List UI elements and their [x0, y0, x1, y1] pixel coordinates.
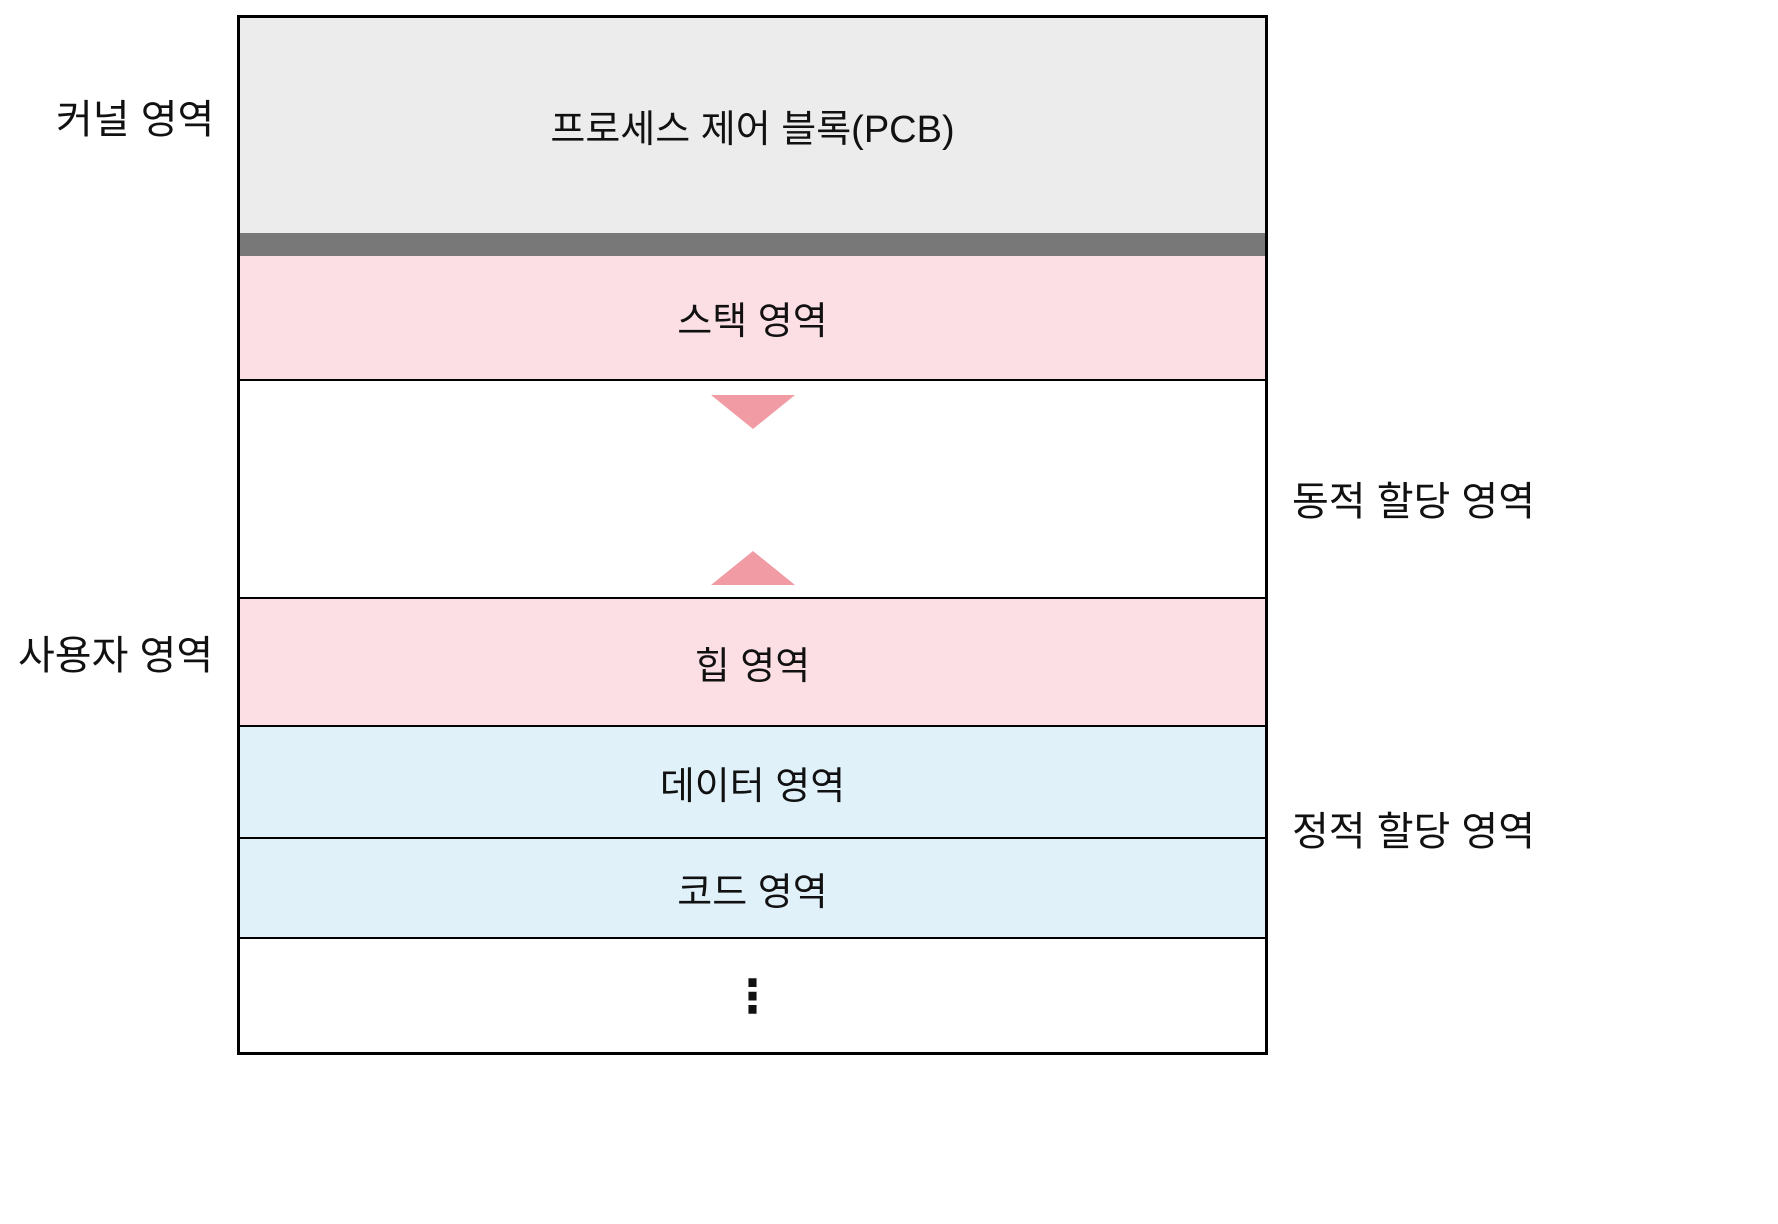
ellipsis-section: ⋮ [240, 939, 1265, 1052]
kernel-area-label: 커널 영역 [56, 98, 215, 142]
stack-growth-arrow-icon [710, 395, 795, 429]
static-allocation-area-label: 정적 할당 영역 [1292, 810, 1536, 854]
heap-section-label: 힙 영역 [694, 645, 811, 688]
vertical-ellipsis: ⋮ [729, 969, 776, 1022]
heap-section: 힙 영역 [240, 599, 1265, 727]
stack-section-label: 스택 영역 [677, 301, 828, 343]
pcb-section-label: 프로세스 제어 블록(PCB) [550, 109, 955, 151]
data-section: 데이터 영역 [240, 727, 1265, 839]
code-section-label: 코드 영역 [677, 871, 828, 914]
pcb-section: 프로세스 제어 블록(PCB) [240, 18, 1265, 233]
kernel-user-divider-bar [240, 233, 1265, 256]
memory-layout-box: 프로세스 제어 블록(PCB) 스택 영역 힙 영역 데이터 영역 코드 영역 … [237, 15, 1268, 1055]
dynamic-allocation-area-label: 동적 할당 영역 [1292, 480, 1536, 524]
stack-section: 스택 영역 [240, 256, 1265, 381]
code-section: 코드 영역 [240, 839, 1265, 939]
data-section-label: 데이터 영역 [659, 765, 846, 808]
heap-growth-arrow-icon [710, 551, 795, 585]
dynamic-allocation-gap [240, 381, 1265, 599]
user-area-label: 사용자 영역 [18, 634, 214, 678]
